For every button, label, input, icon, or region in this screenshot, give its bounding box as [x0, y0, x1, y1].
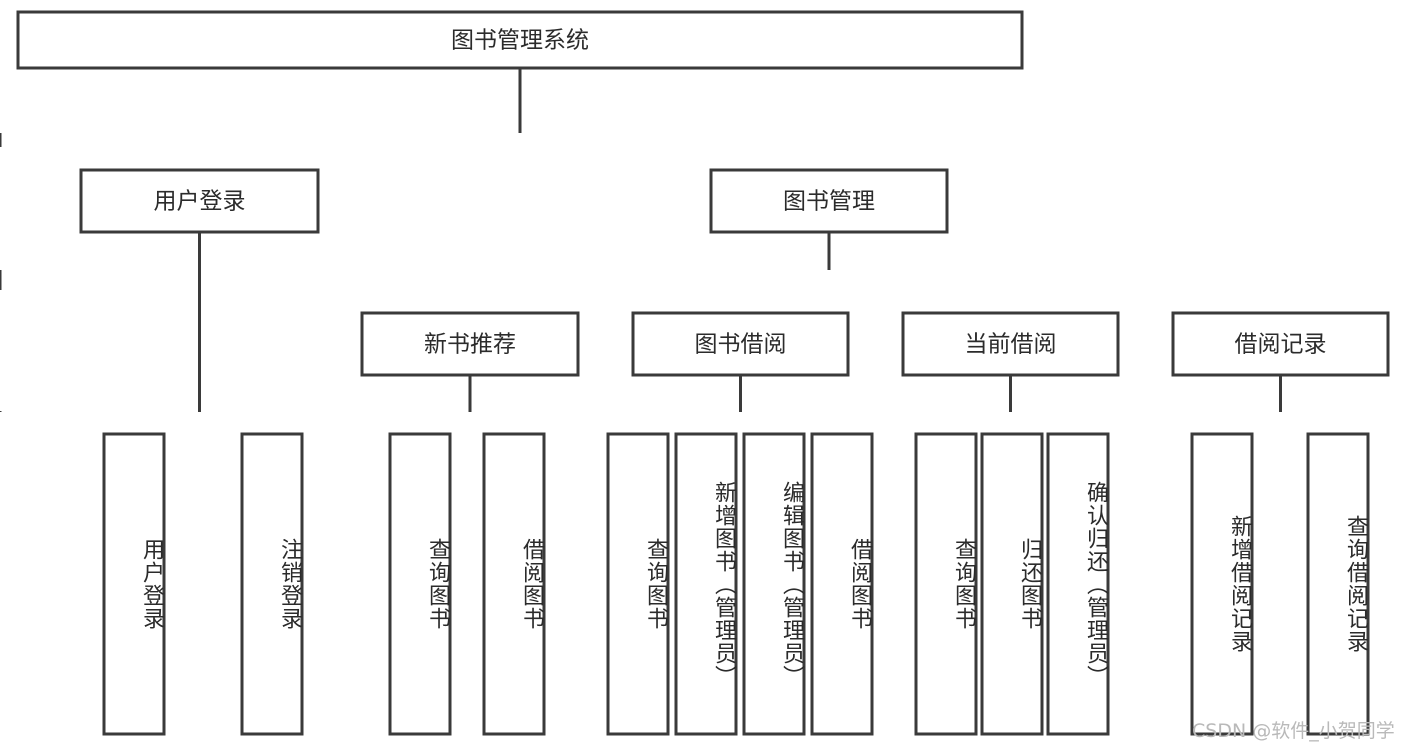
- node-leaf-query-borrow-record[interactable]: [1306, 432, 1370, 736]
- node-box-book-management: [709, 168, 949, 234]
- node-label-leaf-add-book: 新增图书（管理员）: [711, 480, 736, 688]
- node-label-leaf-edit-book: 编辑图书（管理员）: [779, 480, 804, 688]
- node-box-leaf-borrow-book-rec: [482, 432, 546, 736]
- node-box-current-borrow: [901, 311, 1120, 377]
- node-label-leaf-query-book-rec: 查询图书: [425, 538, 450, 630]
- node-label-root: 图书管理系统: [451, 28, 589, 54]
- node-label-leaf-return-book: 归还图书: [1017, 538, 1042, 630]
- node-box-leaf-query-book-current: [914, 432, 978, 736]
- node-label-user-login: 用户登录: [154, 189, 246, 215]
- node-user-login[interactable]: 用户登录: [79, 168, 320, 234]
- node-leaf-return-book[interactable]: [980, 432, 1044, 736]
- node-box-leaf-borrow-book: [810, 432, 874, 736]
- node-leaf-borrow-book[interactable]: [810, 432, 874, 736]
- node-label-new-book-recommend: 新书推荐: [424, 332, 516, 358]
- node-box-leaf-query-book-rec: [388, 432, 452, 736]
- node-borrow-record[interactable]: 借阅记录: [1171, 311, 1390, 377]
- node-label-leaf-confirm-return: 确认归还（管理员）: [1083, 480, 1108, 688]
- node-box-leaf-query-borrow-record: [1306, 432, 1370, 736]
- node-current-borrow[interactable]: 当前借阅: [901, 311, 1120, 377]
- node-box-leaf-logout: [240, 432, 304, 736]
- node-leaf-confirm-return[interactable]: [1046, 432, 1110, 736]
- node-leaf-edit-book[interactable]: [742, 432, 806, 736]
- node-box-leaf-query-book-borrow: [606, 432, 670, 736]
- node-label-leaf-borrow-book-rec: 借阅图书: [519, 538, 544, 630]
- node-label-leaf-add-borrow-record: 新增借阅记录: [1227, 515, 1252, 653]
- node-label-leaf-query-book-borrow: 查询图书: [643, 538, 668, 630]
- node-book-borrow[interactable]: 图书借阅: [631, 311, 850, 377]
- node-box-user-login: [79, 168, 320, 234]
- node-label-borrow-record: 借阅记录: [1235, 332, 1327, 358]
- node-box-leaf-user-login: [102, 432, 166, 736]
- node-box-book-borrow: [631, 311, 850, 377]
- node-box-root: [16, 10, 1024, 70]
- node-box-borrow-record: [1171, 311, 1390, 377]
- node-new-book-recommend[interactable]: 新书推荐: [360, 311, 580, 377]
- node-box-leaf-add-book: [674, 432, 738, 736]
- node-label-current-borrow: 当前借阅: [965, 332, 1057, 358]
- node-label-book-borrow: 图书借阅: [695, 332, 787, 358]
- node-box-leaf-confirm-return: [1046, 432, 1110, 736]
- node-label-leaf-logout: 注销登录: [277, 538, 302, 630]
- node-box-new-book-recommend: [360, 311, 580, 377]
- node-leaf-query-book-current[interactable]: [914, 432, 978, 736]
- watermark-text: CSDN @软件_小贺同学: [1192, 720, 1395, 742]
- node-leaf-add-borrow-record[interactable]: [1190, 432, 1254, 736]
- node-label-leaf-query-book-current: 查询图书: [951, 538, 976, 630]
- node-leaf-borrow-book-rec[interactable]: [482, 432, 546, 736]
- node-book-management[interactable]: 图书管理: [709, 168, 949, 234]
- node-label-leaf-user-login: 用户登录: [139, 538, 164, 630]
- connector-layer: [0, 68, 1282, 412]
- node-leaf-user-login[interactable]: [102, 432, 166, 736]
- node-leaf-query-book-borrow[interactable]: [606, 432, 670, 736]
- node-leaf-add-book[interactable]: [674, 432, 738, 736]
- node-leaf-logout[interactable]: [240, 432, 304, 736]
- node-label-book-management: 图书管理: [783, 189, 875, 215]
- node-label-leaf-borrow-book: 借阅图书: [847, 538, 872, 630]
- node-box-leaf-return-book: [980, 432, 1044, 736]
- node-leaf-query-book-rec[interactable]: [388, 432, 452, 736]
- node-label-leaf-query-borrow-record: 查询借阅记录: [1343, 515, 1368, 653]
- node-box-leaf-add-borrow-record: [1190, 432, 1254, 736]
- node-box-leaf-edit-book: [742, 432, 806, 736]
- node-root[interactable]: 图书管理系统: [16, 10, 1024, 70]
